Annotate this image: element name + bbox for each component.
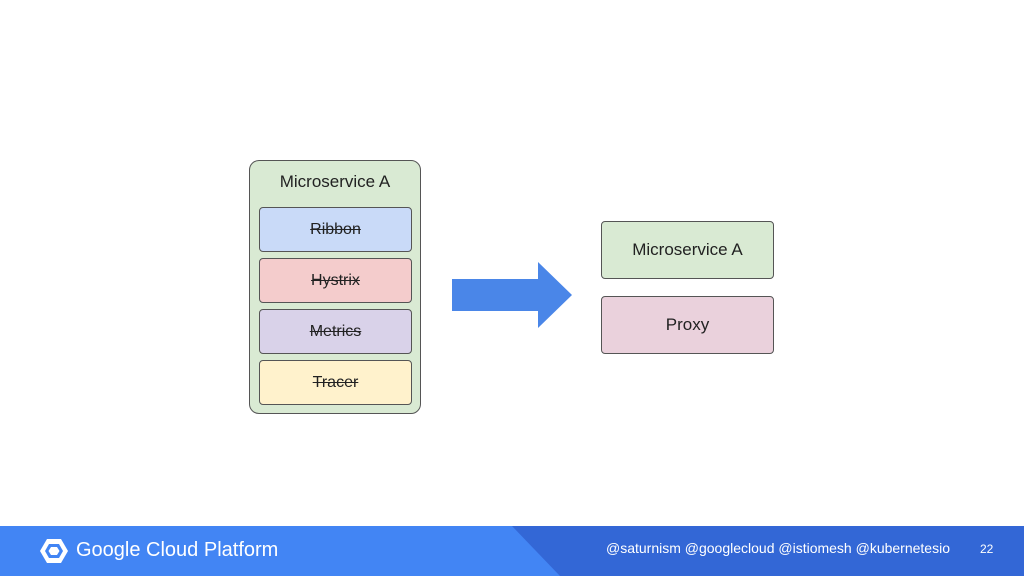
footer-brand: Google Cloud Platform <box>76 539 279 561</box>
page-number: 22 <box>980 542 994 556</box>
microservice-container-title: Microservice A <box>279 172 391 191</box>
transition-arrow-icon <box>452 262 572 328</box>
library-ribbon-box: Ribbon <box>259 207 412 252</box>
library-tracer-box: Tracer <box>259 360 412 405</box>
proxy-box: Proxy <box>601 296 774 354</box>
footer-bar <box>0 526 1024 576</box>
library-metrics-box: Metrics <box>259 309 412 354</box>
footer-social-handles: @saturnism @googlecloud @istiomesh @kube… <box>605 540 950 556</box>
google-cloud-logo-icon <box>40 539 68 563</box>
microservice-box: Microservice A <box>601 221 774 279</box>
library-hystrix-box: Hystrix <box>259 258 412 303</box>
